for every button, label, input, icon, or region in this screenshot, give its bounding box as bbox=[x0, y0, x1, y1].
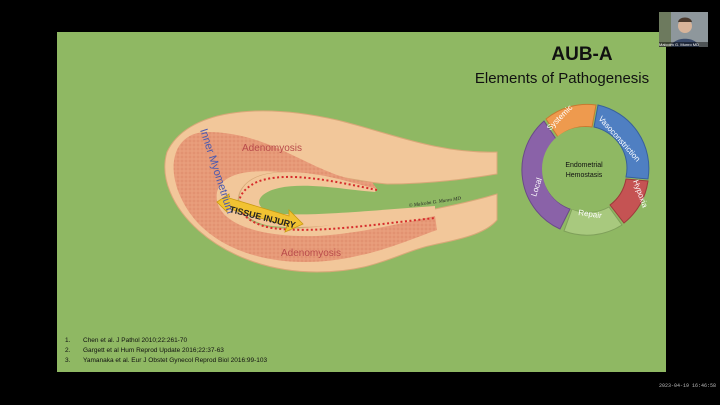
adenomyosis-top-label: Adenomyosis bbox=[242, 143, 302, 154]
adenomyosis-bottom-label: Adenomyosis bbox=[281, 248, 341, 259]
reference-item: 3.Yamanaka et al. Eur J Obstet Gynecol R… bbox=[65, 357, 268, 364]
participant-video-thumbnail[interactable]: Malcolm G. Munro MD bbox=[659, 12, 708, 47]
recording-timestamp: 2023-04-19 16:46:58 bbox=[658, 383, 716, 389]
myometrium-layer bbox=[173, 132, 438, 263]
references-list: 1.Chen et al. J Pathol 2010;22:261-70 2.… bbox=[65, 336, 267, 366]
slide-title: AUB-A bbox=[551, 44, 613, 65]
wheel-segment-hypoxia bbox=[609, 178, 649, 224]
hemostasis-wheel: Endometrial Hemostasis Systemic Vasocons… bbox=[521, 103, 650, 236]
reference-item: 1.Chen et al. J Pathol 2010;22:261-70 bbox=[65, 337, 188, 344]
endometrial-cavity bbox=[239, 172, 435, 228]
wheel-segment-repair bbox=[563, 206, 623, 236]
reference-item: 2.Gargett et al Hum Reprod Update 2016;2… bbox=[65, 347, 224, 354]
slide-subtitle: Elements of Pathogenesis bbox=[474, 70, 650, 87]
wheel-segment-vasoconstriction bbox=[593, 104, 650, 180]
presentation-slide: Adenomyosis Adenomyosis Inner Myometrium… bbox=[57, 32, 666, 372]
tissue-injury-arrow bbox=[216, 193, 304, 233]
wheel-center-line2: Hemostasis bbox=[566, 172, 603, 179]
participant-name: Malcolm G. Munro MD bbox=[659, 42, 708, 47]
wheel-center-line1: Endometrial bbox=[565, 162, 603, 169]
participant-avatar bbox=[659, 12, 708, 47]
uterus-diagram: Adenomyosis Adenomyosis Inner Myometrium… bbox=[164, 103, 650, 273]
wheel-label-repair: Repair bbox=[578, 208, 603, 220]
